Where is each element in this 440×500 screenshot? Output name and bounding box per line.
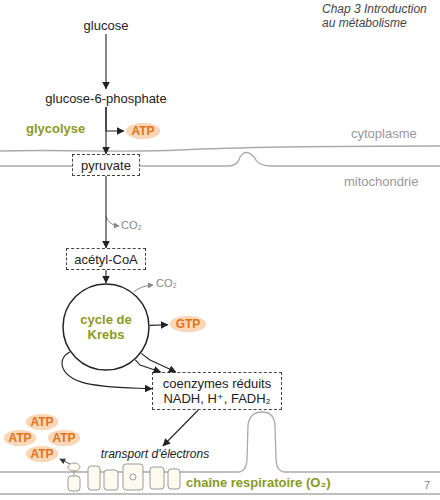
metabolite-box: pyruvate xyxy=(72,154,140,176)
flow-arrow xyxy=(105,107,106,154)
protein-complex xyxy=(168,469,180,489)
energy-ellipse: ATP xyxy=(46,428,82,448)
ellipse-outline xyxy=(25,445,59,463)
co2-label: CO₂ xyxy=(156,277,177,289)
energy-ellipse: ATP xyxy=(24,444,60,464)
metabolite-box: acétyl-CoA xyxy=(66,248,146,270)
co2-arrow xyxy=(106,216,119,226)
compartment-name: mitochondrie xyxy=(344,174,418,189)
carrier-symbol xyxy=(130,474,136,480)
release-arrow xyxy=(60,459,70,464)
energy-ellipse: ATP xyxy=(124,121,162,141)
ellipse-outline xyxy=(25,413,59,431)
protein-complex xyxy=(104,470,118,490)
ellipse-outline xyxy=(47,429,81,447)
node-text: ATP xyxy=(30,447,53,461)
node-text: cycle de Krebs xyxy=(71,312,141,342)
flow-arrow xyxy=(163,410,198,446)
chapter-header: Chap 3 Introduction au métabolisme xyxy=(322,2,440,30)
flow-arrow xyxy=(105,176,106,248)
node-text: glucose-6-phosphate xyxy=(45,91,166,106)
flow-arrow xyxy=(106,107,124,131)
ellipse-outline xyxy=(125,122,161,140)
protein-complex xyxy=(150,467,164,489)
flow-arrow xyxy=(135,360,160,372)
inner-membrane xyxy=(0,153,440,167)
node-text: transport d'électrons xyxy=(101,447,209,461)
energy-ellipse: ATP xyxy=(2,428,38,448)
inner-membrane xyxy=(0,493,440,494)
ellipse-outline xyxy=(3,429,37,447)
circle-outline xyxy=(63,284,149,370)
metabolite-text: glucose-6-phosphate xyxy=(41,89,171,107)
cycle-circle: cycle de Krebs xyxy=(62,283,150,371)
node-text: pyruvate xyxy=(81,158,131,173)
node-text: glucose xyxy=(84,18,129,33)
ellipse-outline xyxy=(169,315,207,333)
node-text: ATP xyxy=(52,431,75,445)
outer-membrane xyxy=(0,146,440,151)
node-text: ATP xyxy=(131,124,154,138)
crista-membrane xyxy=(0,412,440,472)
atp-synthase xyxy=(68,476,80,491)
node-text: ATP xyxy=(8,431,31,445)
node-text: GTP xyxy=(176,317,201,331)
process-text: transport d'électrons xyxy=(88,446,222,462)
co2-label: CO₂ xyxy=(121,219,142,231)
protein-complex xyxy=(123,464,143,490)
energy-ellipse: GTP xyxy=(168,314,208,334)
protein-complex xyxy=(88,466,100,490)
flow-arrow xyxy=(105,34,106,89)
node-text: ATP xyxy=(30,415,53,429)
energy-ellipse: ATP xyxy=(24,412,60,432)
flow-arrow xyxy=(150,324,168,326)
coenzyme-box: coenzymes réduits NADH, H⁺, FADH₂ xyxy=(152,372,282,410)
page-number: 7 xyxy=(424,479,430,491)
pathway-name: chaîne respiratoire (O₂) xyxy=(184,475,333,490)
compartment-name: cytoplasme xyxy=(351,126,417,141)
flow-arrow xyxy=(141,353,176,372)
pathway-name: glycolyse xyxy=(26,121,85,136)
flow-arrow xyxy=(105,270,106,283)
co2-arrow xyxy=(134,285,153,292)
metabolite-text: glucose xyxy=(76,16,136,34)
node-text: coenzymes réduits NADH, H⁺, FADH₂ xyxy=(153,376,281,406)
node-text: acétyl-CoA xyxy=(74,252,138,267)
